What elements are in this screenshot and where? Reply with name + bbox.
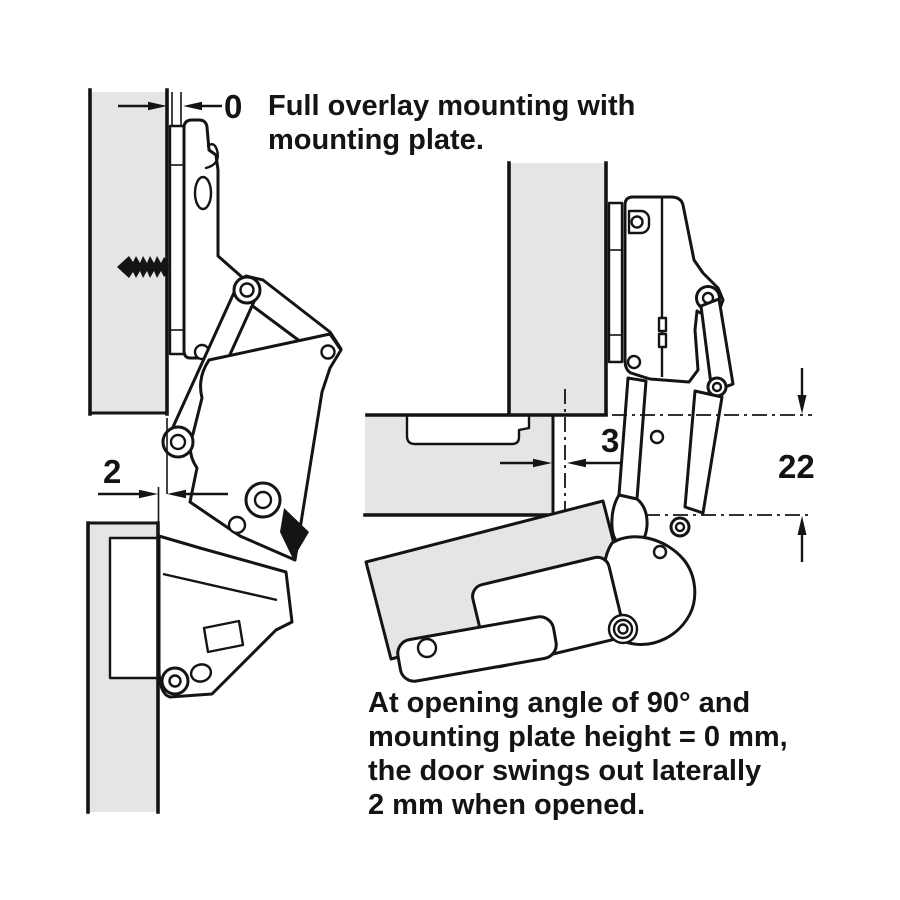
arrowhead-up bbox=[797, 516, 807, 535]
rivet-hole bbox=[652, 544, 668, 560]
long-link bbox=[683, 389, 724, 515]
cup-drill-recess bbox=[405, 415, 531, 446]
cup-recess bbox=[108, 536, 160, 680]
title-line-2: mounting plate. bbox=[268, 124, 484, 156]
dimension-overlay-0: 0 bbox=[118, 88, 242, 125]
cup-oval-hole bbox=[189, 663, 213, 683]
cup-flange bbox=[157, 534, 294, 699]
arrowhead-right bbox=[533, 458, 552, 468]
rivet-hole bbox=[227, 515, 247, 535]
cup-tab bbox=[396, 615, 558, 683]
upper-link bbox=[699, 297, 735, 394]
arrowhead-down bbox=[797, 395, 807, 414]
pivot-pin bbox=[320, 344, 336, 360]
cabinet-panel-fill bbox=[509, 163, 606, 415]
screw-icon bbox=[117, 256, 166, 278]
cup-slot bbox=[202, 619, 245, 654]
clip-spring bbox=[204, 143, 220, 170]
arrowhead-right bbox=[139, 489, 158, 499]
pivot-pin bbox=[239, 282, 255, 298]
cabinet-panel-open bbox=[507, 161, 608, 416]
arrowhead-left bbox=[183, 101, 202, 111]
screw-hole bbox=[626, 354, 642, 370]
caption-line-3: the door swings out laterally bbox=[368, 755, 761, 787]
hinge-arm-body bbox=[623, 195, 725, 384]
dim-gap-value: 3 bbox=[601, 422, 619, 459]
door-panel bbox=[86, 521, 160, 814]
right-figure: 3 22 bbox=[363, 161, 815, 683]
cabinet-panel-fill bbox=[90, 92, 167, 414]
shadow-wedge bbox=[280, 508, 309, 559]
hinge-arm-open bbox=[600, 195, 735, 647]
arm-detail bbox=[657, 332, 668, 349]
dimension-lateral-2: 2 bbox=[98, 453, 228, 499]
caption-line-4: 2 mm when opened. bbox=[368, 789, 645, 821]
hinge-cup-open bbox=[396, 555, 639, 683]
hinge-cup-closed bbox=[157, 534, 294, 699]
caption-line-1: At opening angle of 90° and bbox=[368, 687, 750, 719]
mounting-plate bbox=[168, 124, 186, 356]
arm-detail bbox=[657, 316, 668, 333]
arrowhead-left bbox=[167, 489, 186, 499]
title-line-1: Full overlay mounting with bbox=[268, 90, 635, 122]
hinge-arm-closed bbox=[161, 118, 343, 562]
pivot-pin bbox=[617, 623, 629, 635]
mounting-plate bbox=[607, 201, 624, 364]
rivet-hole bbox=[416, 637, 438, 659]
pivot-pin bbox=[711, 381, 723, 393]
link-plate bbox=[188, 332, 343, 562]
left-figure: 0 bbox=[86, 88, 343, 814]
dim-depth-value: 22 bbox=[778, 448, 815, 485]
dimension-depth-22: 22 bbox=[778, 368, 815, 562]
long-link bbox=[617, 376, 648, 501]
pivot-pin bbox=[169, 433, 187, 451]
pivot-pin bbox=[253, 490, 273, 510]
flange-bend-line bbox=[162, 572, 278, 602]
datum-lines bbox=[564, 389, 812, 516]
rivet-hole bbox=[649, 429, 665, 445]
cabinet-panel bbox=[88, 88, 182, 416]
adjuster-screw bbox=[630, 215, 644, 229]
dim-overlay-value: 0 bbox=[224, 88, 242, 125]
adjustment-slot bbox=[193, 175, 213, 211]
door-reference-bar bbox=[363, 413, 608, 517]
pivot-pin bbox=[674, 521, 686, 533]
caption-line-2: mounting plate height = 0 mm, bbox=[368, 721, 788, 753]
labels: Full overlay mounting with mounting plat… bbox=[268, 90, 788, 821]
pivot-pin bbox=[168, 674, 182, 688]
arrowhead-right bbox=[148, 101, 167, 111]
dim-lateral-value: 2 bbox=[103, 453, 121, 490]
dimension-gap-3: 3 bbox=[500, 422, 621, 468]
arrowhead-left bbox=[567, 458, 586, 468]
